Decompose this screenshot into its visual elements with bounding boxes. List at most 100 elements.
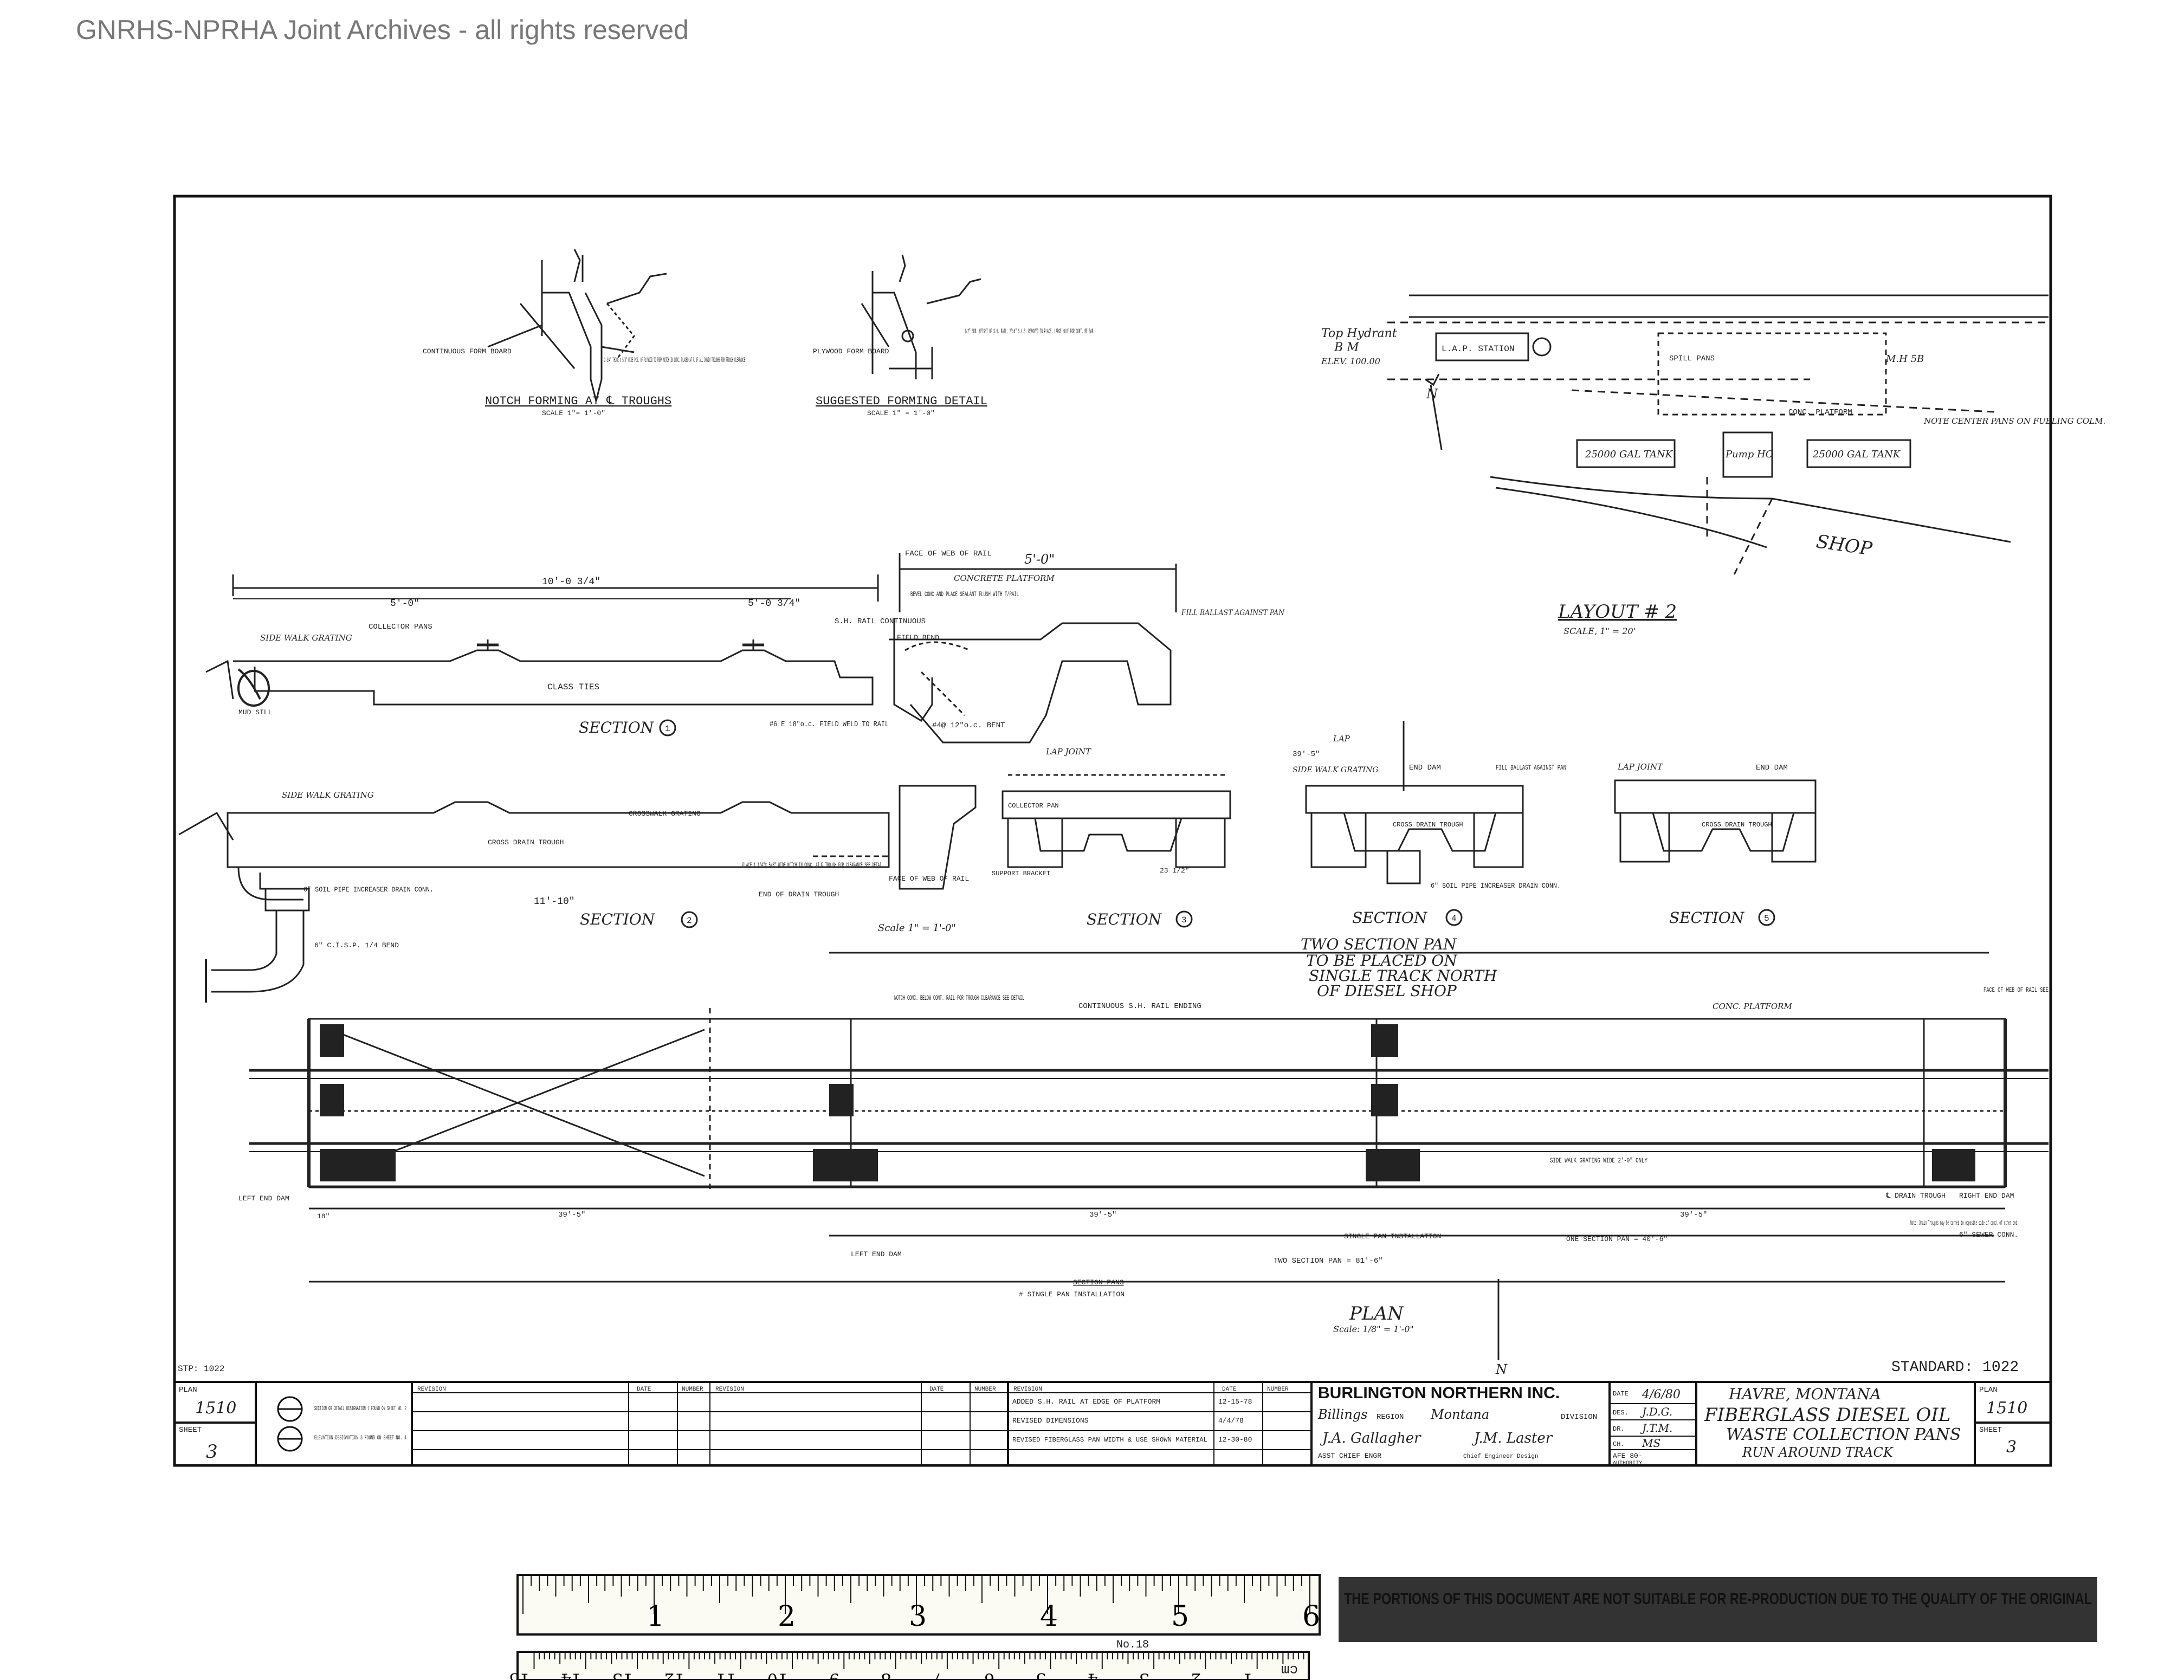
section-1-drawing bbox=[205, 553, 1177, 744]
s2-sidewalk: SIDE WALK GRATING bbox=[282, 790, 374, 800]
s2-bend: 6" C.I.S.P. 1/4 BEND bbox=[314, 941, 399, 949]
revision-col-2: REVISION bbox=[715, 1386, 744, 1393]
section-5-drawing bbox=[1614, 779, 1817, 863]
plan-face-web: FACE OF WEB OF RAIL SEE bbox=[1983, 986, 2049, 994]
sheet-number-right: 3 bbox=[2006, 1438, 2017, 1457]
layout-elev: ELEV. 100.00 bbox=[1321, 356, 1380, 366]
notch-board-label: CONTINUOUS FORM BOARD bbox=[423, 347, 512, 356]
s2-scale: Scale 1" = 1'-0" bbox=[878, 922, 956, 934]
stamp-text: THE PORTIONS OF THIS DOCUMENT ARE NOT SU… bbox=[1344, 1590, 2092, 1608]
s1-dim-left: 5'-0" bbox=[390, 598, 419, 609]
s1-field-bend: FIELD BEND bbox=[897, 634, 939, 642]
plan-note-a: TWO SECTION PAN bbox=[1301, 935, 1457, 953]
chief-engineer: Chief Engineer Design bbox=[1463, 1453, 1539, 1460]
date-col-1: DATE bbox=[637, 1386, 651, 1393]
s1-bevel: BEVEL CONC AND PLACE SEALANT FLUSH WITH … bbox=[910, 590, 1019, 598]
notch-forming-scale: SCALE 1"= 1'-0" bbox=[542, 409, 605, 417]
plan-sewer: 6" SEWER CONN. bbox=[1959, 1231, 2018, 1239]
plan-dim-3: 39'-5" bbox=[1680, 1211, 1707, 1219]
region-word: REGION bbox=[1377, 1413, 1404, 1421]
date-col-2: DATE bbox=[929, 1386, 944, 1393]
date-label: DATE bbox=[1613, 1390, 1629, 1398]
plan-note-b: TO BE PLACED ON bbox=[1306, 952, 1458, 970]
s3-label: SECTION bbox=[1087, 910, 1162, 928]
s1-dim-total: 10'-0 3/4" bbox=[542, 577, 600, 587]
des-label: DES. bbox=[1613, 1409, 1629, 1417]
s4-sidewalk: SIDE WALK GRATING bbox=[1293, 766, 1378, 774]
revision-1: ADDED S.H. RAIL AT EDGE OF PLATFORM bbox=[1012, 1398, 1160, 1406]
s1-platform-dim: 5'-0" bbox=[1024, 552, 1055, 567]
s4-end-dam: END DAM bbox=[1409, 764, 1441, 772]
ruler-cm-number: 9 bbox=[829, 1669, 839, 1680]
plan-left-end-dam-2: LEFT END DAM bbox=[851, 1250, 902, 1258]
s1-fill-ballast: FILL BALLAST AGAINST PAN bbox=[1181, 609, 1285, 617]
dr-value: J.T.M. bbox=[1640, 1421, 1672, 1435]
plan-sidewalk: SIDE WALK GRATING WIDE 2'-0" ONLY bbox=[1550, 1156, 1647, 1165]
ch-label: CH. bbox=[1613, 1440, 1625, 1448]
s4-lap: LAP bbox=[1333, 734, 1351, 744]
notch-plywood-note: 2-3/4" THICK x 5/8" WIDE PCS. OF PLYWOOD… bbox=[604, 356, 745, 364]
s2-end-trough: END OF DRAIN TROUGH bbox=[759, 890, 839, 899]
reproduction-stamp: THE PORTIONS OF THIS DOCUMENT ARE NOT SU… bbox=[1339, 1577, 2097, 1642]
sheet-number: 3 bbox=[206, 1441, 218, 1463]
layout-mh: M.H 5B bbox=[1885, 353, 1924, 365]
plan-two-section: TWO SECTION PAN = 81'-6" bbox=[1274, 1257, 1383, 1265]
s2-crosswalk: CROSSWALK GRATING bbox=[629, 810, 701, 818]
date-value: 4/6/80 bbox=[1642, 1388, 1681, 1401]
s2-cross-drain: CROSS DRAIN TROUGH bbox=[488, 838, 564, 847]
ruler-cm-number: 14 bbox=[561, 1669, 581, 1680]
drawing-title-1: HAVRE, MONTANA bbox=[1728, 1385, 1881, 1403]
s1-dim-half: 5'-0 3/4" bbox=[748, 598, 800, 609]
stp-number: STP: 1022 bbox=[178, 1364, 224, 1374]
layout-l-station: L.A.P. STATION bbox=[1442, 344, 1514, 354]
plan-right-end-dam: RIGHT END DAM bbox=[1959, 1192, 2014, 1200]
layout-north: N bbox=[1426, 386, 1438, 402]
layout-bm: B M bbox=[1334, 341, 1359, 354]
s3-dim: 23 1/2" bbox=[1160, 867, 1190, 875]
notch-forming-title: NOTCH FORMING AT ℄ TROUGHS bbox=[485, 395, 671, 408]
s1-marker-num: 1 bbox=[665, 724, 670, 734]
s2-face-web: FACE OF WEB OF RAIL bbox=[889, 875, 969, 883]
plan-left-end-dam: LEFT END DAM bbox=[238, 1194, 289, 1203]
s4-cross-drain: CROSS DRAIN TROUGH bbox=[1393, 821, 1463, 829]
plan-label-right: PLAN bbox=[1979, 1386, 1998, 1394]
sheet-label-right: SHEET bbox=[1979, 1426, 2002, 1435]
plan-notch: NOTCH CONC. BELOW CONT. RAIL FOR TROUGH … bbox=[894, 994, 1024, 1002]
s3-lap: LAP JOINT bbox=[1045, 747, 1091, 757]
ruler-number: 2 bbox=[778, 1600, 796, 1633]
legend-section: SECTION OR DETAIL DESIGNATION 1 FOUND ON… bbox=[314, 1406, 406, 1412]
section-3-drawing bbox=[1001, 774, 1231, 868]
suggested-forming-detail bbox=[861, 254, 981, 379]
signature-1: J.A. Gallagher bbox=[1320, 1430, 1421, 1446]
plan-north: N bbox=[1495, 1362, 1508, 1377]
layout-hydrant: Top Hydrant bbox=[1321, 327, 1397, 340]
number-col-3: NUMBER bbox=[1267, 1386, 1289, 1393]
s1-section-marker: 1 bbox=[659, 719, 676, 736]
asst-chief: ASST CHIEF ENGR bbox=[1318, 1452, 1381, 1460]
s2-section-marker: 2 bbox=[681, 911, 698, 928]
ruler-cm-label: cm bbox=[1281, 1662, 1298, 1678]
plan-conc-platform: CONC. PLATFORM bbox=[1713, 1001, 1792, 1011]
s1-platform: CONCRETE PLATFORM bbox=[954, 573, 1055, 583]
ruler-number: 1 bbox=[647, 1600, 664, 1633]
layout-2-scale: SCALE, 1" = 20' bbox=[1563, 626, 1636, 636]
forming-detail-scale: SCALE 1" = 1'-0" bbox=[867, 409, 935, 417]
s1-label: SECTION bbox=[579, 719, 655, 736]
s2-label: SECTION bbox=[580, 910, 656, 928]
legend-elevation: ELEVATION DESIGNATION 3 FOUND ON SHEET N… bbox=[314, 1435, 406, 1442]
layout-2-title: LAYOUT # 2 bbox=[1558, 601, 1677, 623]
plan-one-section: ONE SECTION PAN = 40'-6" bbox=[1566, 1235, 1668, 1243]
dr-label: DR. bbox=[1613, 1425, 1625, 1433]
s4-fill-ballast: FILL BALLAST AGAINST PAN bbox=[1496, 764, 1566, 772]
layout-spill-pans: SPILL PANS bbox=[1669, 354, 1715, 363]
s4-section-marker: 4 bbox=[1445, 909, 1463, 926]
plan-continuous: CONTINUOUS S.H. RAIL ENDING bbox=[1078, 1002, 1201, 1011]
layout-shop: SHOP bbox=[1815, 531, 1874, 560]
ruler-cm-number: 13 bbox=[612, 1669, 633, 1680]
division-word: DIVISION bbox=[1561, 1413, 1597, 1421]
revision-3: REVISED FIBERGLASS PAN WIDTH & USE SHOWN… bbox=[1012, 1436, 1207, 1444]
s4-dim: 39'-5" bbox=[1293, 750, 1320, 759]
ruler-cm-number: 5 bbox=[1036, 1669, 1046, 1680]
drawing-title-4: RUN AROUND TRACK bbox=[1742, 1445, 1894, 1460]
